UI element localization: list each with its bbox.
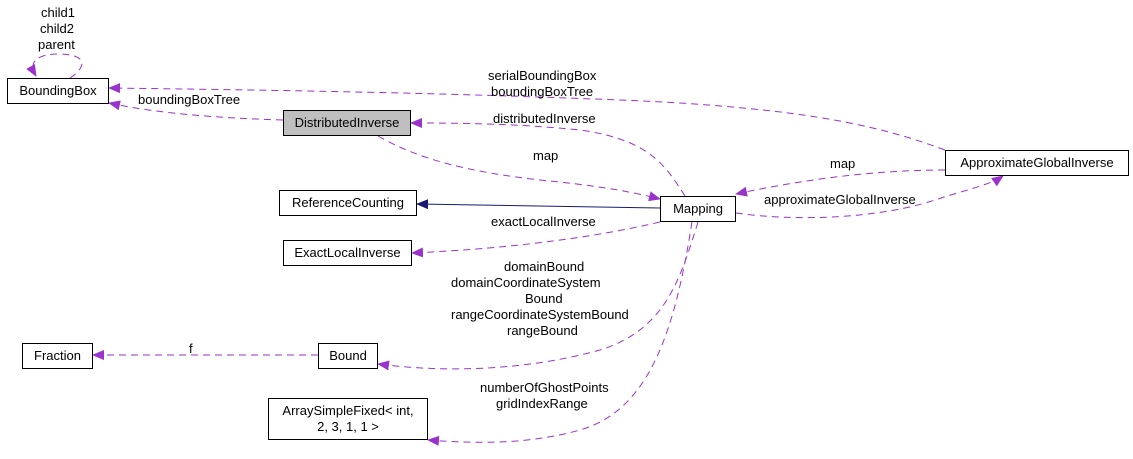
node-label: ReferenceCounting	[291, 195, 405, 210]
edge-label-map-di: map	[533, 148, 559, 163]
edge-label-bounding-box-tree-agi: boundingBoxTree	[491, 84, 594, 99]
edge-label-range-bound: rangeBound	[507, 323, 578, 338]
edge-boundingbox-self	[26, 53, 83, 79]
node-label: ApproximateGlobalInverse	[960, 155, 1114, 170]
edge-label-child1: child1	[41, 5, 75, 20]
node-reference-counting[interactable]: ReferenceCounting	[279, 190, 417, 216]
node-mapping[interactable]: Mapping	[660, 196, 736, 222]
node-array-simple-fixed[interactable]: ArraySimpleFixed< int, 2, 3, 1, 1 >	[268, 398, 428, 440]
node-bound[interactable]: Bound	[318, 343, 378, 369]
node-fraction[interactable]: Fraction	[22, 343, 93, 369]
node-label-line2: 2, 3, 1, 1 >	[317, 419, 379, 434]
node-label: BoundingBox	[19, 83, 97, 98]
edge-distinv-boundingbox	[108, 100, 284, 121]
edge-mapping-bound	[377, 221, 699, 371]
node-label: Mapping	[673, 201, 723, 216]
edge-label-parent: parent	[38, 37, 75, 52]
node-approximate-global-inverse[interactable]: ApproximateGlobalInverse	[945, 150, 1129, 176]
edge-label-number-of-ghost-points: numberOfGhostPoints	[480, 380, 609, 395]
node-label: ExactLocalInverse	[294, 245, 401, 260]
edge-label-exact-local-inverse: exactLocalInverse	[491, 214, 596, 229]
edge-mapping-exactlocal	[411, 221, 661, 258]
node-bounding-box[interactable]: BoundingBox	[7, 78, 109, 104]
edge-label-grid-index-range: gridIndexRange	[496, 396, 588, 411]
edge-label-approximate-global-inverse: approximateGlobalInverse	[764, 192, 916, 207]
edge-distinv-mapping	[377, 135, 661, 202]
edge-mapping-refcounting	[416, 199, 661, 210]
node-label: Bound	[329, 348, 367, 363]
edge-label-distributed-inverse: distributedInverse	[493, 111, 596, 126]
edge-label-serial-bounding-box: serialBoundingBox	[488, 68, 597, 83]
edge-agi-mapping	[735, 169, 946, 197]
edge-label-range-coordinate-system-bound: rangeCoordinateSystemBound	[451, 307, 629, 322]
edge-label-bounding-box-tree-di: boundingBoxTree	[138, 92, 241, 107]
edge-mapping-agi	[735, 175, 1004, 219]
edge-label-f: f	[189, 341, 193, 356]
node-label: Fraction	[34, 348, 81, 363]
edge-label-bound: Bound	[525, 291, 563, 306]
node-exact-local-inverse[interactable]: ExactLocalInverse	[283, 240, 412, 266]
node-distributed-inverse[interactable]: DistributedInverse	[283, 110, 411, 136]
edge-label-map-agi: map	[830, 156, 856, 171]
node-label: DistributedInverse	[294, 115, 400, 130]
edge-label-child2: child2	[40, 21, 74, 36]
node-label-line1: ArraySimpleFixed< int,	[282, 403, 414, 418]
edge-label-domain-bound: domainBound	[504, 259, 585, 274]
edge-label-domain-coordinate-system: domainCoordinateSystem	[451, 275, 601, 290]
